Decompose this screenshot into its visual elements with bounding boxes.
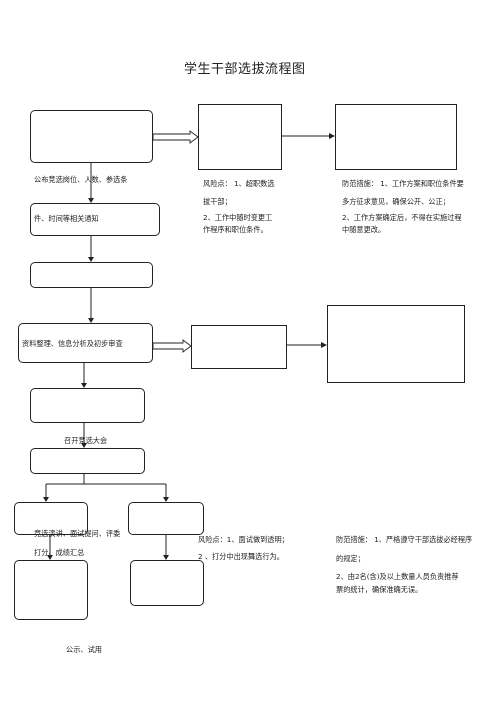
- flow-box-publicity: [14, 560, 88, 620]
- risk-box-2: [191, 325, 287, 369]
- risk1-line2: 拔干部；: [203, 197, 232, 206]
- flow-box-speech: [14, 502, 88, 535]
- prevent-box-2: [327, 305, 465, 383]
- step-speech-text-2: 打分、成绩汇总: [34, 548, 85, 557]
- flow-box-announce: [30, 110, 153, 163]
- risk2-line2: 2 、打分中出现舞选行为。: [198, 552, 284, 561]
- step-review-text: 资料整理、信息分析及初步审查: [22, 339, 123, 348]
- prevent1-line3: 2、工作方案确定后，不得在实施过程: [342, 213, 462, 222]
- risk1-line4: 作程序和职位条件。: [203, 225, 268, 234]
- prevent2-line4: 票的统计，确保准确无误。: [336, 585, 423, 594]
- flow-box-interview: [128, 502, 204, 535]
- prevent2-line2: 的规定；: [336, 554, 365, 563]
- flow-box-registration: [30, 262, 153, 288]
- flow-box-appoint: [130, 560, 204, 606]
- prevent2-line1: 防范措施： 1、严格遵守干部选拔必经程序: [336, 535, 473, 544]
- step-announce-text-1: 公布竞选岗位、人数、参选条: [34, 175, 128, 184]
- step-announce-text-2: 件、时间等相关通知: [34, 214, 99, 223]
- risk1-line3: 2、工作中随时变更工: [203, 213, 273, 222]
- flow-box-announce-detail: [30, 203, 160, 236]
- risk1-line1: 风险点： 1、超职数选: [203, 179, 275, 188]
- step-meeting-text: 召开竞选大会: [64, 436, 108, 445]
- step-publicity-text: 公示、试用: [66, 645, 102, 654]
- flow-box-meeting-prep: [30, 388, 145, 423]
- risk2-line1: 风险点：1、面试做到透明；: [198, 535, 289, 544]
- step-speech-text-1: 竞选演讲、面试提问、评委: [34, 529, 121, 538]
- prevent2-line3: 2、由2名(含)及以上数量人员负责推荐: [336, 572, 459, 581]
- flow-box-review: [18, 323, 153, 363]
- prevent1-line1: 防范措施： 1、工作方案和职位条件要: [342, 179, 464, 188]
- prevent1-line2: 多方征求意见，确保公开、公正；: [342, 197, 450, 206]
- flow-box-meeting: [30, 448, 145, 474]
- prevent-box-1: [335, 104, 457, 170]
- prevent1-line4: 中随意更改。: [342, 225, 386, 234]
- page-title: 学生干部选拔流程图: [184, 62, 306, 77]
- risk-box-1: [198, 104, 282, 170]
